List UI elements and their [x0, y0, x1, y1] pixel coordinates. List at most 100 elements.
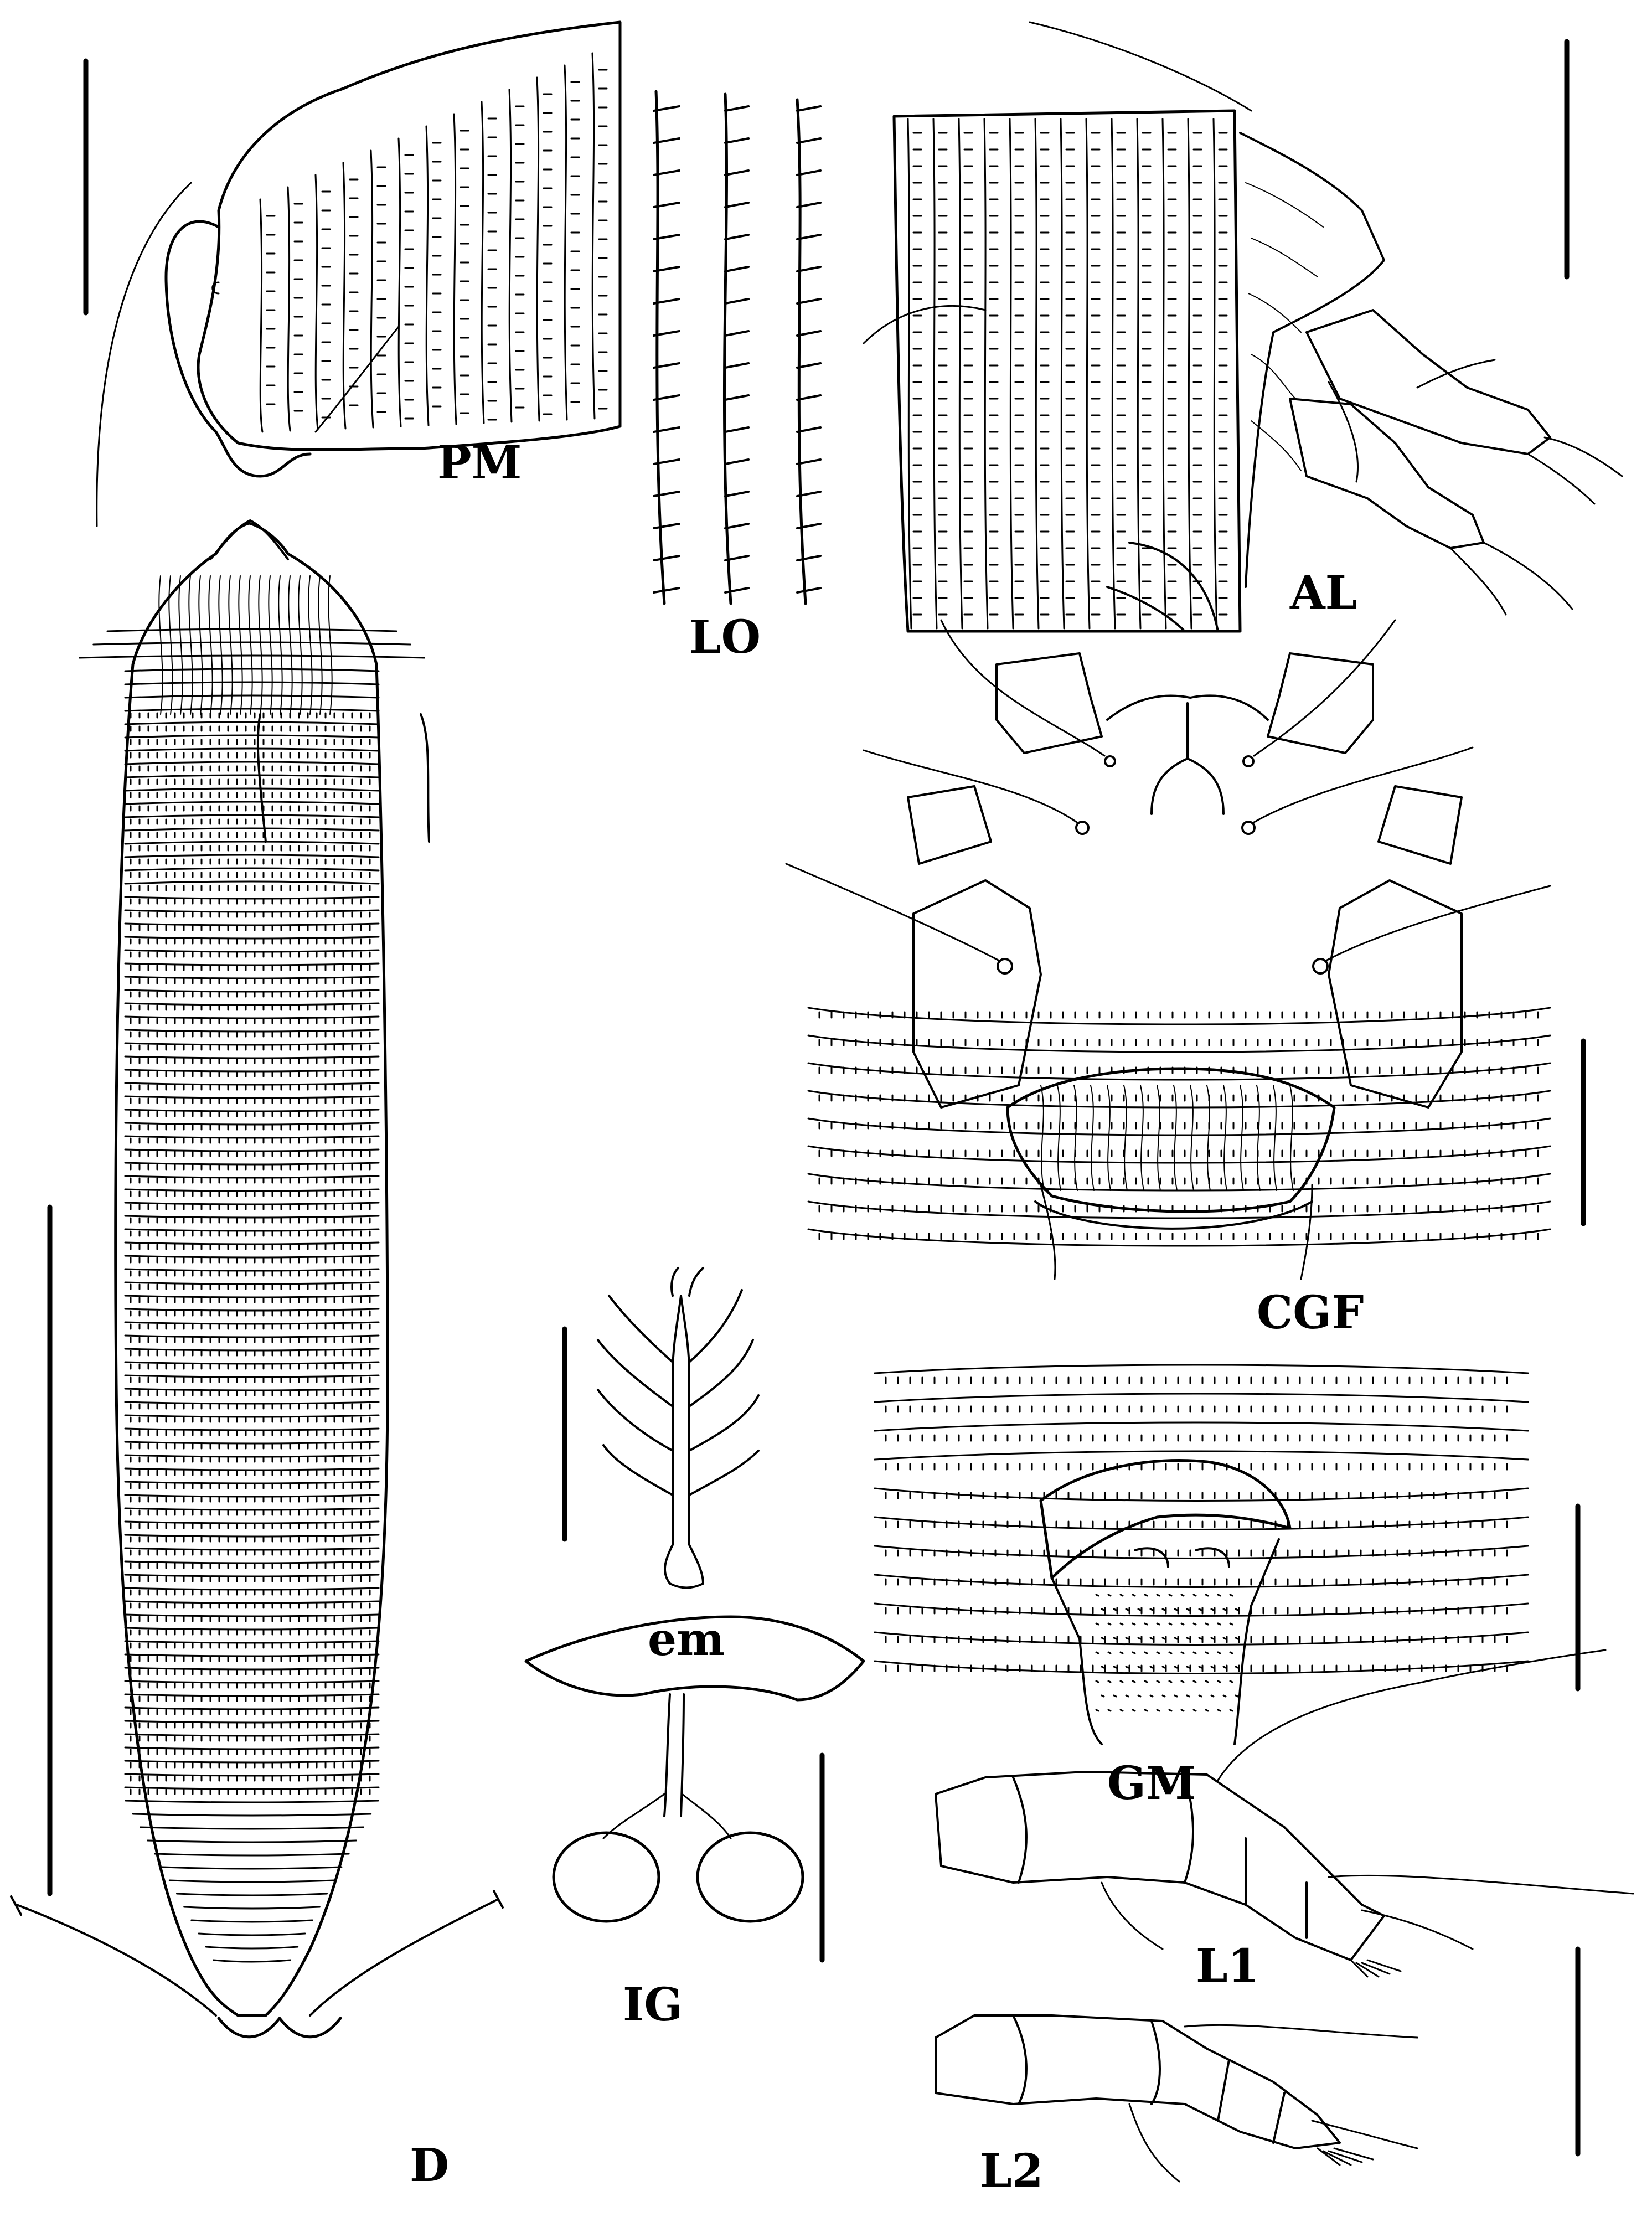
al-leg-2-setae [1449, 542, 1573, 616]
annulus-microtubercle-row [130, 1350, 371, 1357]
annulus-microtubercle-row [130, 1310, 371, 1317]
al-leg-1 [1305, 309, 1551, 455]
annulus-microtubercle-row [130, 792, 371, 798]
dorsal-annulus [124, 962, 380, 966]
label-lo: LO [689, 611, 761, 664]
annulus-microtubercle-row [130, 1788, 371, 1795]
dorsal-annulus [124, 1613, 380, 1617]
gm-annulus [874, 1660, 1529, 1674]
gm-microtubercles [885, 1376, 1508, 1384]
cgf-coxa-right [1328, 879, 1463, 1108]
label-l1: L1 [1196, 1940, 1259, 1993]
pm-microtubercles [266, 215, 276, 405]
label-al: AL [1290, 566, 1357, 620]
dorsal-annulus [124, 1547, 380, 1551]
al-seta-coxal [1328, 381, 1359, 483]
label-d: D [410, 2139, 450, 2192]
dorsal-annulus [124, 1560, 380, 1564]
anal-lobes [217, 2017, 342, 2039]
annulus-microtubercle-row [130, 898, 371, 905]
cgf-microtubercles [818, 1011, 1539, 1019]
label-l2: L2 [980, 2144, 1044, 2198]
pm-annulus [287, 186, 291, 432]
annulus-microtubercle-row [130, 1018, 371, 1024]
cgf-genital-flap [1006, 1067, 1336, 1213]
annulus-microtubercle-row [130, 978, 371, 984]
annulus-microtubercle-row [130, 1111, 371, 1117]
annulus-microtubercle-row [130, 1709, 371, 1715]
l1-setae [1101, 1649, 1634, 1950]
annulus-microtubercle-row [130, 1257, 371, 1264]
annulus-microtubercle-row [130, 765, 371, 772]
panel-em-empodium [562, 1267, 760, 1589]
cgf-flap-ribs [1040, 1085, 1294, 1191]
gm-microtubercles [885, 1664, 1508, 1672]
annulus-microtubercle-row [130, 1137, 371, 1144]
dorsal-annulus [124, 1122, 380, 1126]
dorsal-annulus [124, 1520, 380, 1524]
annulus-microtubercle-row [130, 1124, 371, 1131]
al-microtubercles [963, 132, 973, 616]
pm-annulus [370, 149, 374, 429]
pm-annulus [425, 125, 430, 426]
annulus-microtubercle-row [130, 1323, 371, 1330]
cgf-microtubercles [818, 1233, 1539, 1240]
dorsal-annulus [124, 1108, 380, 1112]
dorsal-annulus [124, 867, 380, 872]
dorsal-annulus [190, 1919, 313, 1923]
gm-microtubercles [885, 1607, 1508, 1615]
gm-annulus [874, 1545, 1529, 1559]
pm-microtubercles [293, 203, 303, 412]
dorsal-annulus [124, 1321, 380, 1325]
pm-annulus [564, 64, 568, 421]
annulus-microtubercle-row [130, 1483, 371, 1489]
ig-spermatheca-left [552, 1831, 660, 1923]
dorsal-annulus [124, 922, 380, 926]
dorsal-annulus [124, 1002, 380, 1006]
label-gm: GM [1107, 1757, 1196, 1810]
annulus-microtubercle-row [130, 1177, 371, 1184]
annulus-microtubercle-row [130, 911, 371, 918]
annulus-microtubercle-row [130, 1549, 371, 1556]
pm-outline [197, 20, 622, 451]
dorsal-annulus [124, 1746, 380, 1750]
dorsal-annulus [124, 1441, 380, 1445]
annulus-microtubercle-row [130, 1058, 371, 1064]
annulus-microtubercle-row [130, 1695, 371, 1702]
annulus-microtubercle-row [130, 1190, 371, 1197]
al-coxal-plate [1106, 542, 1219, 632]
dorsal-annulus [124, 1507, 380, 1511]
dorsal-annulus [124, 1308, 380, 1312]
em-rays-left [597, 1295, 674, 1496]
annulus-microtubercle-row [130, 1749, 371, 1755]
pm-annulus [259, 198, 264, 433]
al-seta-long [1029, 21, 1252, 112]
annulus-microtubercle-row [130, 832, 371, 838]
gm-microtubercles [885, 1405, 1508, 1413]
panel-l1-leg-one [935, 1649, 1634, 1978]
dorsal-annulus [124, 721, 380, 725]
al-outline [892, 109, 1242, 633]
dorsal-annulus [124, 880, 380, 885]
pm-scapular-seta [314, 326, 400, 433]
dorsal-annulus [124, 787, 380, 792]
annulus-microtubercle-row [130, 1004, 371, 1011]
gm-annulus [874, 1574, 1529, 1588]
al-gnathosoma-texture [1245, 182, 1324, 471]
annulus-microtubercle-row [130, 1470, 371, 1476]
dorsal-annulus [124, 1733, 380, 1737]
dorsal-annulus [124, 1653, 380, 1657]
annulus-microtubercle-row [130, 1390, 371, 1396]
annulus-microtubercle-row [130, 1270, 371, 1277]
gm-genital-papillae [1134, 1547, 1230, 1568]
l2-setae [1128, 2024, 1418, 2183]
annulus-microtubercle-row [130, 1071, 371, 1077]
al-microtubercles [1142, 132, 1152, 616]
gm-microtubercles [885, 1549, 1508, 1557]
dorsal-annulus [124, 1361, 380, 1365]
lo-tubercle-row [653, 105, 680, 594]
dorsal-annulus [124, 1281, 380, 1285]
dorsal-annulus [147, 1839, 357, 1843]
cgf-tubercle-5 [997, 958, 1013, 975]
l2-segments [1012, 2014, 1286, 2144]
